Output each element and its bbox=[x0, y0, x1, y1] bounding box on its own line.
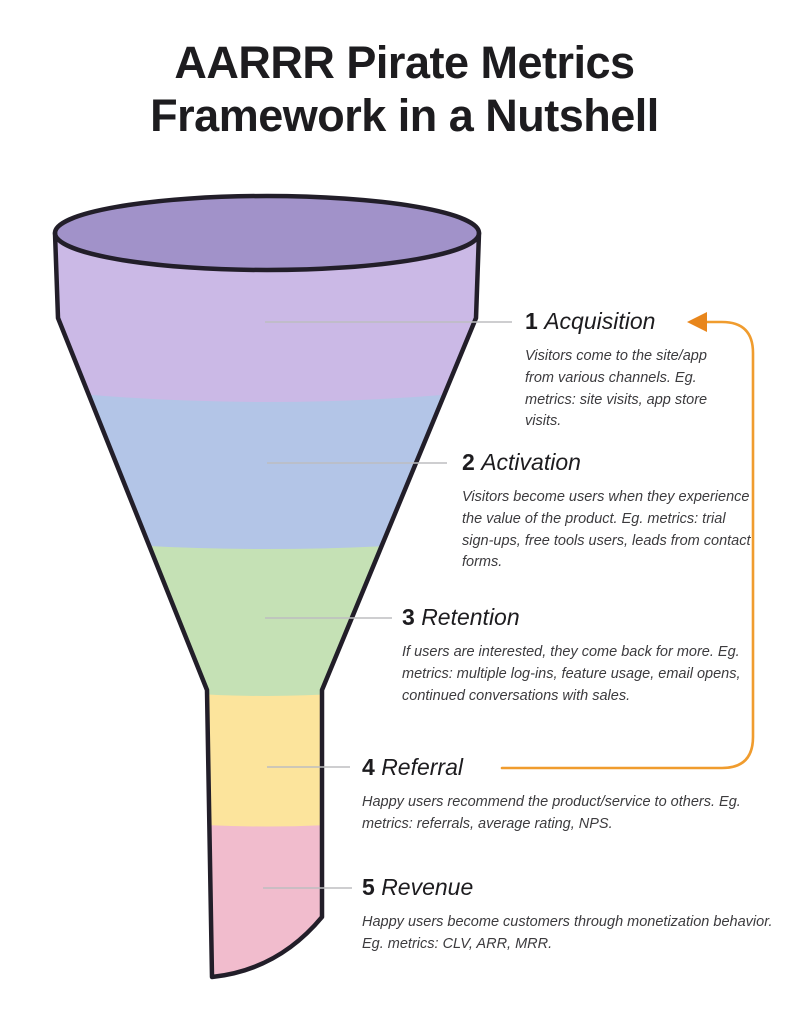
stage-acquisition-header: 1 Acquisition bbox=[525, 308, 725, 335]
page-title-line2: Framework in a Nutshell bbox=[150, 90, 659, 142]
stage-retention-header: 3 Retention bbox=[402, 604, 742, 631]
stage-referral: 4 Referral Happy users recommend the pro… bbox=[362, 754, 752, 836]
stage-activation-header: 2 Activation bbox=[462, 449, 752, 476]
referral-to-acquisition-arrow bbox=[500, 312, 755, 770]
stage-activation-description: Visitors become users when they experien… bbox=[462, 489, 751, 571]
stage-revenue: 5 Revenue Happy users become customers t… bbox=[362, 874, 792, 956]
stage-retention-name: Retention bbox=[421, 604, 520, 630]
arrow-curve bbox=[500, 320, 755, 770]
stage-referral-name: Referral bbox=[381, 754, 463, 780]
stage-referral-description: Happy users recommend the product/servic… bbox=[362, 794, 741, 832]
leader-lines bbox=[263, 321, 512, 889]
stage-acquisition-number: 1 bbox=[525, 308, 538, 334]
stage-activation: 2 Activation Visitors become users when … bbox=[462, 449, 752, 574]
stage-revenue-header: 5 Revenue bbox=[362, 874, 792, 901]
stage-revenue-description: Happy users become customers through mon… bbox=[362, 914, 773, 952]
page-title-line1: AARRR Pirate Metrics bbox=[174, 37, 635, 88]
arrowhead-icon bbox=[687, 312, 707, 332]
stage-retention-number: 3 bbox=[402, 604, 415, 630]
stage-retention: 3 Retention If users are interested, the… bbox=[402, 604, 742, 707]
stage-activation-number: 2 bbox=[462, 449, 475, 475]
funnel-top-opening bbox=[52, 193, 482, 273]
stage-referral-header: 4 Referral bbox=[362, 754, 752, 781]
stage-revenue-name: Revenue bbox=[381, 874, 474, 900]
band-revenue bbox=[140, 820, 392, 977]
stage-activation-name: Activation bbox=[481, 449, 581, 475]
stage-retention-description: If users are interested, they come back … bbox=[402, 644, 741, 704]
stage-acquisition-name: Acquisition bbox=[544, 308, 656, 334]
stage-acquisition-description: Visitors come to the site/app from vario… bbox=[525, 348, 708, 430]
funnel-outline bbox=[52, 230, 482, 980]
stage-revenue-number: 5 bbox=[362, 874, 375, 900]
stage-acquisition: 1 Acquisition Visitors come to the site/… bbox=[525, 308, 725, 433]
page-title: AARRR Pirate Metrics Framework in a Nuts… bbox=[0, 36, 809, 142]
stage-referral-number: 4 bbox=[362, 754, 375, 780]
